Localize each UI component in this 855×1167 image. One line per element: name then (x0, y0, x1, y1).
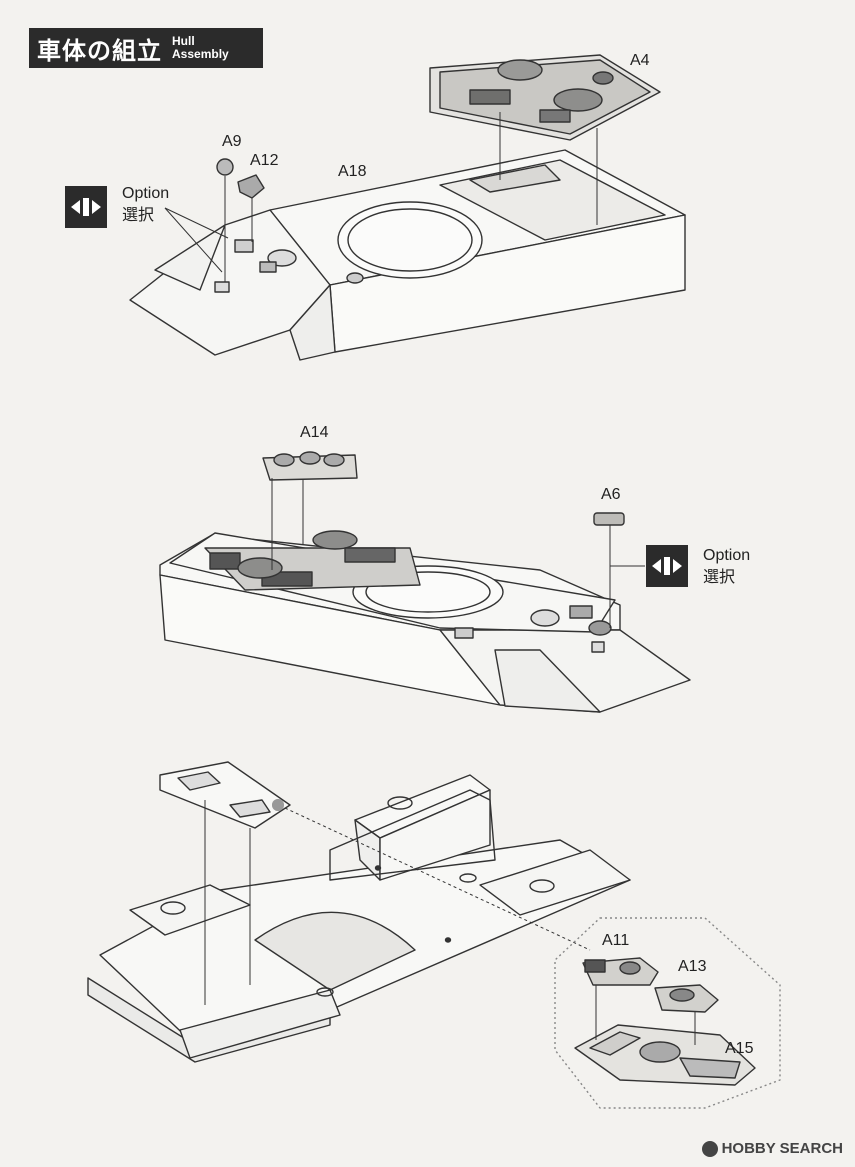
part-label-a13: A13 (678, 958, 707, 975)
reference-dot (272, 799, 284, 811)
hull-step-2 (159, 451, 691, 713)
option-label-2: Option 選択 (703, 545, 750, 589)
option-label-en: Option (122, 185, 170, 202)
option-label-jp: 選択 (122, 207, 155, 224)
hull-step-3 (87, 761, 631, 1063)
option-icon (646, 545, 688, 587)
part-label-a14: A14 (300, 424, 329, 441)
hull-step-1 (129, 54, 686, 361)
header-title-en-line2: Assembly (172, 47, 229, 61)
leader-lines-step-1 (164, 112, 598, 282)
part-label-a9: A9 (222, 133, 242, 150)
leader-lines-step-3 (204, 800, 591, 1005)
part-label-a4: A4 (630, 52, 650, 69)
inset-detail (554, 917, 781, 1109)
part-label-a6: A6 (601, 486, 621, 503)
option-icon (65, 186, 107, 228)
header-title-jp: 車体の組立 (37, 37, 162, 65)
part-label-a12: A12 (250, 152, 279, 169)
option-label-jp: 選択 (703, 569, 736, 586)
leader-lines-step-2 (271, 478, 645, 628)
header-title-en-line1: Hull (172, 34, 195, 48)
section-header: 車体の組立 Hull Assembly (29, 28, 263, 68)
hobby-search-logo-icon (701, 1140, 718, 1157)
option-label-en: Option (703, 547, 751, 564)
part-label-a18: A18 (338, 163, 367, 180)
header-title-en: Hull Assembly (172, 35, 229, 61)
leader-lines-inset (595, 985, 696, 1045)
watermark-text: HOBBY SEARCH (721, 1140, 843, 1157)
part-label-a11: A11 (602, 932, 630, 949)
part-label-a15: A15 (725, 1040, 754, 1057)
option-label-1: Option 選択 (122, 183, 169, 227)
watermark: HOBBY SEARCH (701, 1140, 843, 1157)
